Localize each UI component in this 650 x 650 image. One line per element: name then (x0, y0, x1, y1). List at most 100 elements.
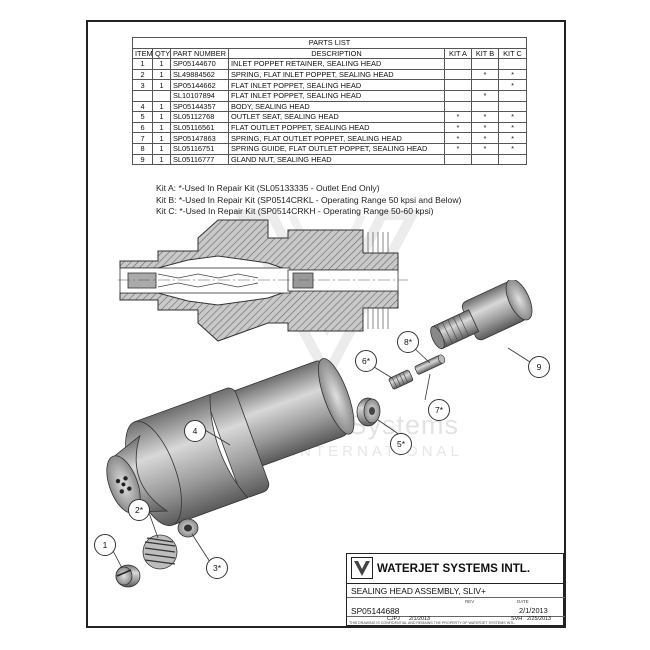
drawn-by: CJPJ (387, 616, 400, 622)
cell-kit-c: * (497, 68, 528, 81)
drawing-border (86, 20, 566, 628)
cell-part-number: SP05144662 (170, 79, 229, 91)
cell-kit-a: * (444, 121, 472, 134)
header-part-number: PART NUMBER (170, 47, 229, 60)
header-description: DESCRIPTION (228, 47, 445, 60)
cell-kit-b: * (471, 68, 499, 81)
cell-kit-a (444, 79, 472, 91)
cell-description: FLAT INLET POPPET, SEALING HEAD (228, 79, 445, 91)
callout-7: 7* (428, 399, 450, 421)
cell-kit-c (497, 89, 528, 102)
cell-kit-a (444, 58, 472, 70)
title-block-divider (347, 597, 565, 598)
title-block-brand: WATERJET SYSTEMS INTL. (347, 554, 565, 584)
cell-description: FLAT INLET POPPET, SEALING HEAD (228, 89, 445, 102)
cell-kit-b: * (471, 111, 499, 123)
part-3-poppet (177, 518, 199, 538)
cell-item: 6 (132, 121, 153, 134)
cell-qty: 1 (152, 121, 171, 134)
confidential-footer: THIS DRAWING IS CONFIDENTIAL AND REMAINS… (349, 621, 516, 625)
callout-4: 4 (184, 420, 206, 442)
cell-qty: 1 (152, 100, 171, 113)
parts-list-table-wrap: PARTS LIST ITEM QTY PART NUMBER DESCRIPT… (131, 37, 528, 166)
cell-kit-b: * (471, 132, 499, 144)
cell-kit-b: * (471, 121, 499, 134)
cell-part-number: SL05116751 (170, 142, 229, 155)
cell-description: FLAT OUTLET POPPET, SEALING HEAD (228, 121, 445, 134)
cell-description: SPRING, FLAT INLET POPPET, SEALING HEAD (228, 68, 445, 81)
company-logo-icon (351, 557, 373, 579)
cell-kit-b (471, 100, 499, 113)
kit-notes: Kit A: *-Used In Repair Kit (SL05133335 … (156, 183, 461, 218)
cell-kit-c (497, 100, 528, 113)
part-1-retainer (115, 564, 141, 588)
cell-item: 2 (132, 68, 153, 81)
cell-kit-a (444, 153, 472, 166)
cell-qty (152, 89, 171, 102)
cell-qty: 1 (152, 111, 171, 123)
cell-item: 8 (132, 142, 153, 155)
company-name: WATERJET SYSTEMS INTL. (377, 562, 531, 575)
cell-kit-b (471, 79, 499, 91)
cell-kit-a: * (444, 132, 472, 144)
cell-item (132, 89, 153, 102)
part-5-outlet-seat (356, 397, 381, 427)
kit-note-a: Kit A: *-Used In Repair Kit (SL05133335 … (156, 183, 380, 193)
cell-description: SPRING, FLAT OUTLET POPPET, SEALING HEAD (228, 132, 445, 144)
cell-description: SPRING GUIDE, FLAT OUTLET POPPET, SEALIN… (228, 142, 445, 155)
callout-8: 8* (397, 331, 419, 353)
drawing-date: 2/1/2013 (519, 606, 548, 615)
parts-list-header-row: ITEM QTY PART NUMBER DESCRIPTION KIT A K… (132, 47, 528, 60)
cell-item: 5 (132, 111, 153, 123)
cell-description: BODY, SEALING HEAD (228, 100, 445, 113)
cell-qty: 1 (152, 79, 171, 91)
title-block: WATERJET SYSTEMS INTL. SEALING HEAD ASSE… (346, 553, 565, 626)
header-kit-c: KIT C (497, 47, 528, 60)
cell-qty: 1 (152, 153, 171, 166)
cell-part-number: SL05116561 (170, 121, 229, 134)
cell-kit-a: * (444, 142, 472, 155)
exploded-view-drawing (106, 280, 533, 588)
header-qty: QTY (152, 47, 171, 60)
cell-kit-a (444, 100, 472, 113)
cell-part-number: SL10107894 (170, 89, 229, 102)
cell-kit-b (471, 153, 499, 166)
checked-by: SVH (511, 616, 523, 622)
cell-qty: 1 (152, 68, 171, 81)
cell-kit-c: * (497, 79, 528, 91)
cell-kit-c: * (497, 111, 528, 123)
callout-9: 9 (528, 356, 550, 378)
cell-item: 9 (132, 153, 153, 166)
cell-kit-b: * (471, 142, 499, 155)
drawing-title: SEALING HEAD ASSEMBLY, SLIV+ (351, 586, 486, 596)
part-2-spring (142, 534, 178, 570)
part-9-gland-nut (430, 280, 533, 350)
cell-kit-a: * (444, 111, 472, 123)
kit-note-b: Kit B: *-Used In Repair Kit (SP0514CRKL … (156, 194, 462, 205)
cross-section-drawing (118, 219, 408, 342)
cell-part-number: SP05147863 (170, 132, 229, 144)
cell-part-number: SP05144357 (170, 100, 229, 113)
cell-kit-c (497, 58, 528, 70)
drawn-date: 2/1/2013 (409, 616, 430, 622)
cell-qty: 1 (152, 58, 171, 70)
parts-list-title: PARTS LIST (131, 37, 528, 49)
date-label: DATE (517, 599, 529, 604)
cell-kit-c: * (497, 121, 528, 134)
checked-date: 2/25/2013 (527, 616, 551, 622)
cell-kit-b: * (471, 89, 499, 102)
cell-part-number: SL05116777 (170, 153, 229, 166)
cell-description: INLET POPPET RETAINER, SEALING HEAD (228, 58, 445, 70)
cell-description: OUTLET SEAT, SEALING HEAD (228, 111, 445, 123)
part-4-body (106, 358, 355, 527)
callout-6: 6* (355, 350, 377, 372)
callout-1: 1 (94, 534, 116, 556)
